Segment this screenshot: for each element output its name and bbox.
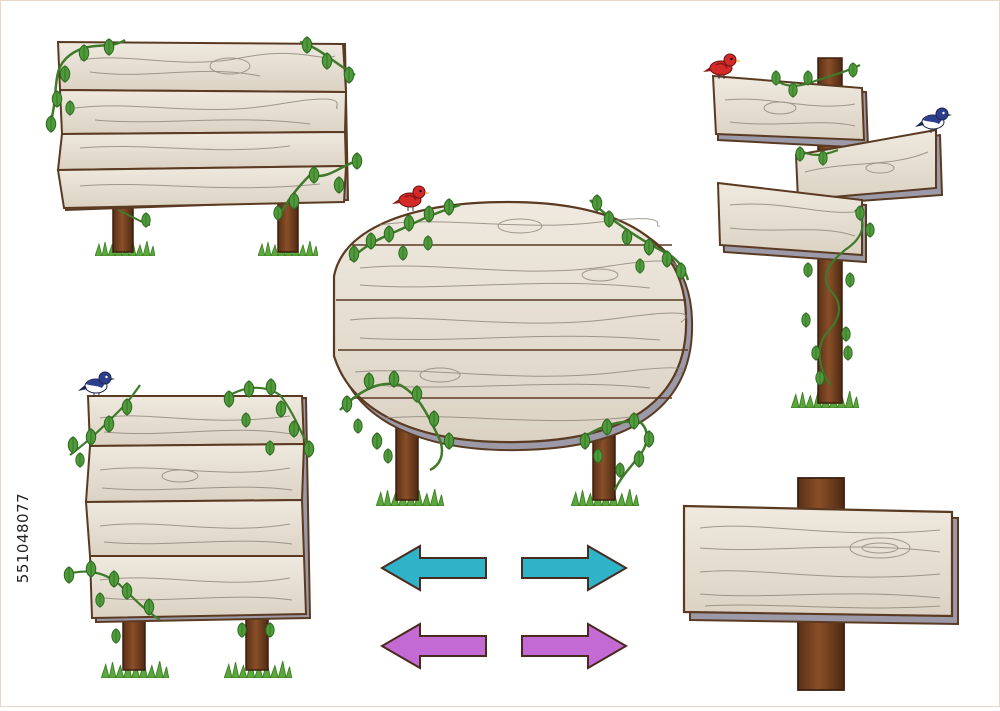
red-bird bbox=[392, 185, 431, 212]
vine bbox=[63, 378, 315, 644]
plank bbox=[86, 395, 306, 448]
plank bbox=[56, 130, 348, 172]
blue-bird bbox=[915, 107, 953, 134]
arrow-right-cyan bbox=[521, 544, 628, 592]
vine bbox=[339, 194, 690, 491]
wide-board bbox=[682, 504, 954, 618]
plank bbox=[84, 498, 306, 557]
direction-board-left-lower bbox=[716, 181, 863, 257]
wood-grain bbox=[724, 98, 929, 237]
arrow-left-cyan bbox=[380, 544, 487, 592]
square-sign-bottom-left bbox=[63, 371, 315, 678]
plank-seams bbox=[336, 244, 688, 399]
red-bird bbox=[703, 53, 742, 80]
wood-grain bbox=[349, 218, 687, 422]
arrow-set bbox=[380, 544, 628, 670]
arrow-right-magenta bbox=[521, 622, 628, 670]
blue-bird bbox=[78, 371, 116, 398]
plank bbox=[58, 88, 348, 136]
vine bbox=[45, 36, 363, 228]
direction-board-right bbox=[794, 128, 937, 202]
plank bbox=[88, 555, 308, 620]
rectangular-sign-top-left bbox=[45, 36, 363, 256]
stock-id-label: 551048077 bbox=[14, 492, 32, 584]
directional-signpost-right bbox=[703, 53, 953, 408]
vine bbox=[771, 62, 875, 386]
single-post-sign-bottom-right bbox=[682, 477, 959, 691]
oval-sign-center bbox=[332, 185, 694, 506]
wood-grain bbox=[74, 52, 339, 189]
arrow-left-magenta bbox=[380, 622, 487, 670]
wood-grain bbox=[699, 525, 941, 609]
